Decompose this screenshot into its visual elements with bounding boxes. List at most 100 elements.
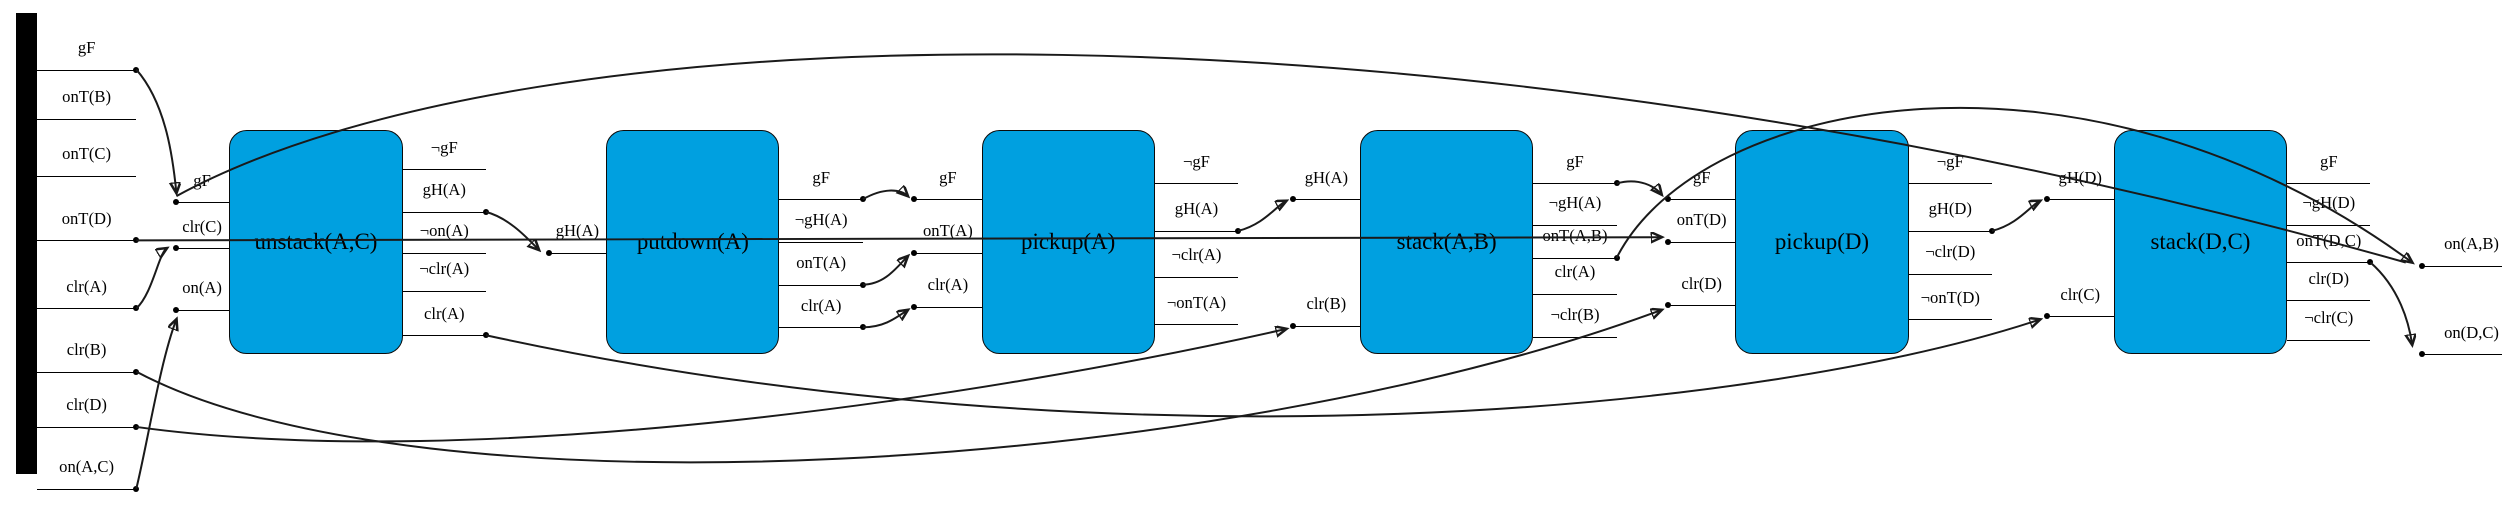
stack-dc-out-dot-2 [2367, 259, 2374, 266]
stack-dc-out-port-2 [2287, 262, 2371, 264]
action-node-pickup-d[interactable]: pickup(D) [1735, 129, 1909, 355]
action-label-unstack: unstack(A,C) [254, 228, 378, 254]
edge-stackdc-ontdc-goal [2369, 261, 2412, 344]
pickup-d-in-label-0: gF [1692, 167, 1711, 187]
stack-dc-in-label-0: gH(D) [2058, 167, 2102, 187]
unstack-out-port-0 [402, 169, 486, 171]
stack-ab-out-dot-0 [1613, 180, 1620, 187]
goal-dot-0 [2418, 262, 2425, 269]
pickup-a-out-port-3 [1154, 324, 1239, 326]
unstack-out-dot-1 [482, 208, 489, 215]
putdown-in-label-0: gH(A) [555, 221, 600, 241]
init-dot-6 [133, 423, 140, 430]
unstack-out-port-1 [402, 211, 486, 213]
edge-init-clrd-pickupd [135, 310, 1661, 464]
pickup-a-out-port-1 [1154, 230, 1239, 232]
init-port-0 [36, 69, 137, 71]
stack-ab-out-label-2: onT(A,B) [1542, 226, 1608, 246]
stack-dc-in-port-1 [2046, 316, 2114, 318]
init-dot-3 [133, 237, 140, 244]
unstack-in-port-0 [176, 202, 230, 204]
unstack-in-label-2: on(A) [182, 278, 222, 298]
pickup-d-in-port-0 [1668, 199, 1736, 201]
action-label-stack-dc: stack(D,C) [2150, 228, 2251, 254]
init-label-1: onT(B) [62, 86, 112, 106]
action-node-unstack[interactable]: unstack(A,C) [229, 129, 403, 355]
pickup-d-out-port-1 [1908, 230, 1992, 232]
pickup-a-out-label-2: ¬clr(A) [1171, 245, 1222, 265]
stack-ab-out-port-2 [1533, 257, 1617, 259]
goal-label-0: on(A,B) [2444, 234, 2499, 254]
putdown-out-port-3 [779, 327, 863, 329]
putdown-out-port-2 [779, 284, 863, 286]
goal-port-1 [2421, 354, 2502, 356]
unstack-out-label-2: ¬on(A) [419, 221, 469, 241]
pickup-a-in-label-0: gF [939, 167, 957, 187]
init-label-5: clr(B) [66, 339, 107, 359]
init-port-1 [36, 118, 137, 120]
stack-ab-out-label-3: clr(A) [1554, 262, 1596, 282]
init-state-bar [16, 12, 37, 475]
pickup-d-out-label-0: ¬gF [1936, 151, 1964, 171]
pickup-a-in-port-1 [914, 253, 982, 254]
pickup-a-in-dot-1 [911, 250, 918, 256]
init-port-3 [36, 240, 137, 242]
pickup-a-in-label-1: onT(A) [922, 221, 973, 241]
pickup-d-in-dot-2 [1665, 302, 1671, 309]
action-node-pickup-a[interactable]: pickup(A) [981, 129, 1155, 355]
unstack-out-label-1: gH(A) [422, 180, 466, 200]
stack-dc-out-port-0 [2287, 183, 2371, 185]
putdown-out-port-0 [779, 199, 863, 201]
init-label-0: gF [77, 37, 96, 57]
action-node-stack-dc[interactable]: stack(D,C) [2113, 129, 2288, 355]
stack-ab-in-dot-1 [1289, 322, 1296, 329]
putdown-out-dot-0 [859, 196, 866, 203]
putdown-out-label-2: onT(A) [796, 253, 847, 272]
action-label-pickup-a: pickup(A) [1021, 228, 1116, 254]
stack-ab-in-port-0 [1292, 325, 1361, 327]
unstack-out-label-4: clr(A) [423, 303, 465, 323]
unstack-out-port-3 [402, 290, 486, 292]
init-dot-0 [133, 66, 140, 73]
init-dot-5 [133, 368, 140, 375]
stack-ab-in-label-0: gH(A) [1304, 167, 1349, 187]
pickup-a-in-label-2: clr(A) [927, 275, 969, 295]
goal-label-1: on(D,C) [2444, 322, 2499, 342]
goal-dot-1 [2418, 351, 2425, 358]
init-label-4: clr(A) [66, 276, 107, 296]
unstack-in-dot-1 [173, 245, 180, 252]
init-port-6 [36, 426, 137, 428]
edge-putdown-clra-pickupa [862, 310, 908, 329]
action-node-putdown[interactable]: putdown(A) [606, 129, 780, 355]
stack-ab-out-port-0 [1533, 183, 1617, 185]
unstack-in-dot-2 [173, 306, 180, 313]
stack-dc-out-port-3 [2287, 300, 2371, 302]
pickup-d-out-label-3: ¬onT(D) [1920, 287, 1980, 307]
putdown-out-dot-3 [859, 324, 866, 331]
pickup-d-out-port-3 [1908, 319, 1992, 321]
action-label-putdown: putdown(A) [636, 228, 749, 254]
unstack-out-dot-4 [482, 332, 489, 339]
init-label-2: onT(C) [62, 143, 112, 163]
stack-dc-in-dot-1 [2043, 313, 2050, 320]
pickup-d-out-label-2: ¬clr(D) [1925, 241, 1976, 261]
init-dot-4 [133, 305, 140, 312]
stack-dc-in-port-0 [2046, 199, 2114, 201]
pickup-a-out-port-2 [1154, 276, 1239, 278]
action-node-stack-ab[interactable]: stack(A,B) [1360, 129, 1534, 355]
edge-pickupd-ghd-stackdc [1991, 201, 2040, 232]
stack-dc-out-label-1: ¬gH(D) [2302, 192, 2356, 212]
stack-ab-out-label-1: ¬gH(A) [1548, 192, 1602, 212]
init-port-7 [36, 488, 137, 490]
pickup-d-out-port-2 [1908, 273, 1992, 275]
edge-top-long-arc [175, 53, 2407, 264]
action-label-pickup-d: pickup(D) [1774, 228, 1870, 254]
edge-init-clra-unstack [135, 248, 166, 310]
edge-init-ontd-pickupd [136, 237, 1661, 240]
pickup-d-in-port-2 [1668, 305, 1736, 307]
pickup-a-in-port-0 [914, 199, 982, 201]
pickup-a-in-dot-2 [911, 303, 918, 310]
init-label-3: onT(D) [61, 208, 112, 228]
putdown-in-dot-0 [545, 250, 552, 256]
